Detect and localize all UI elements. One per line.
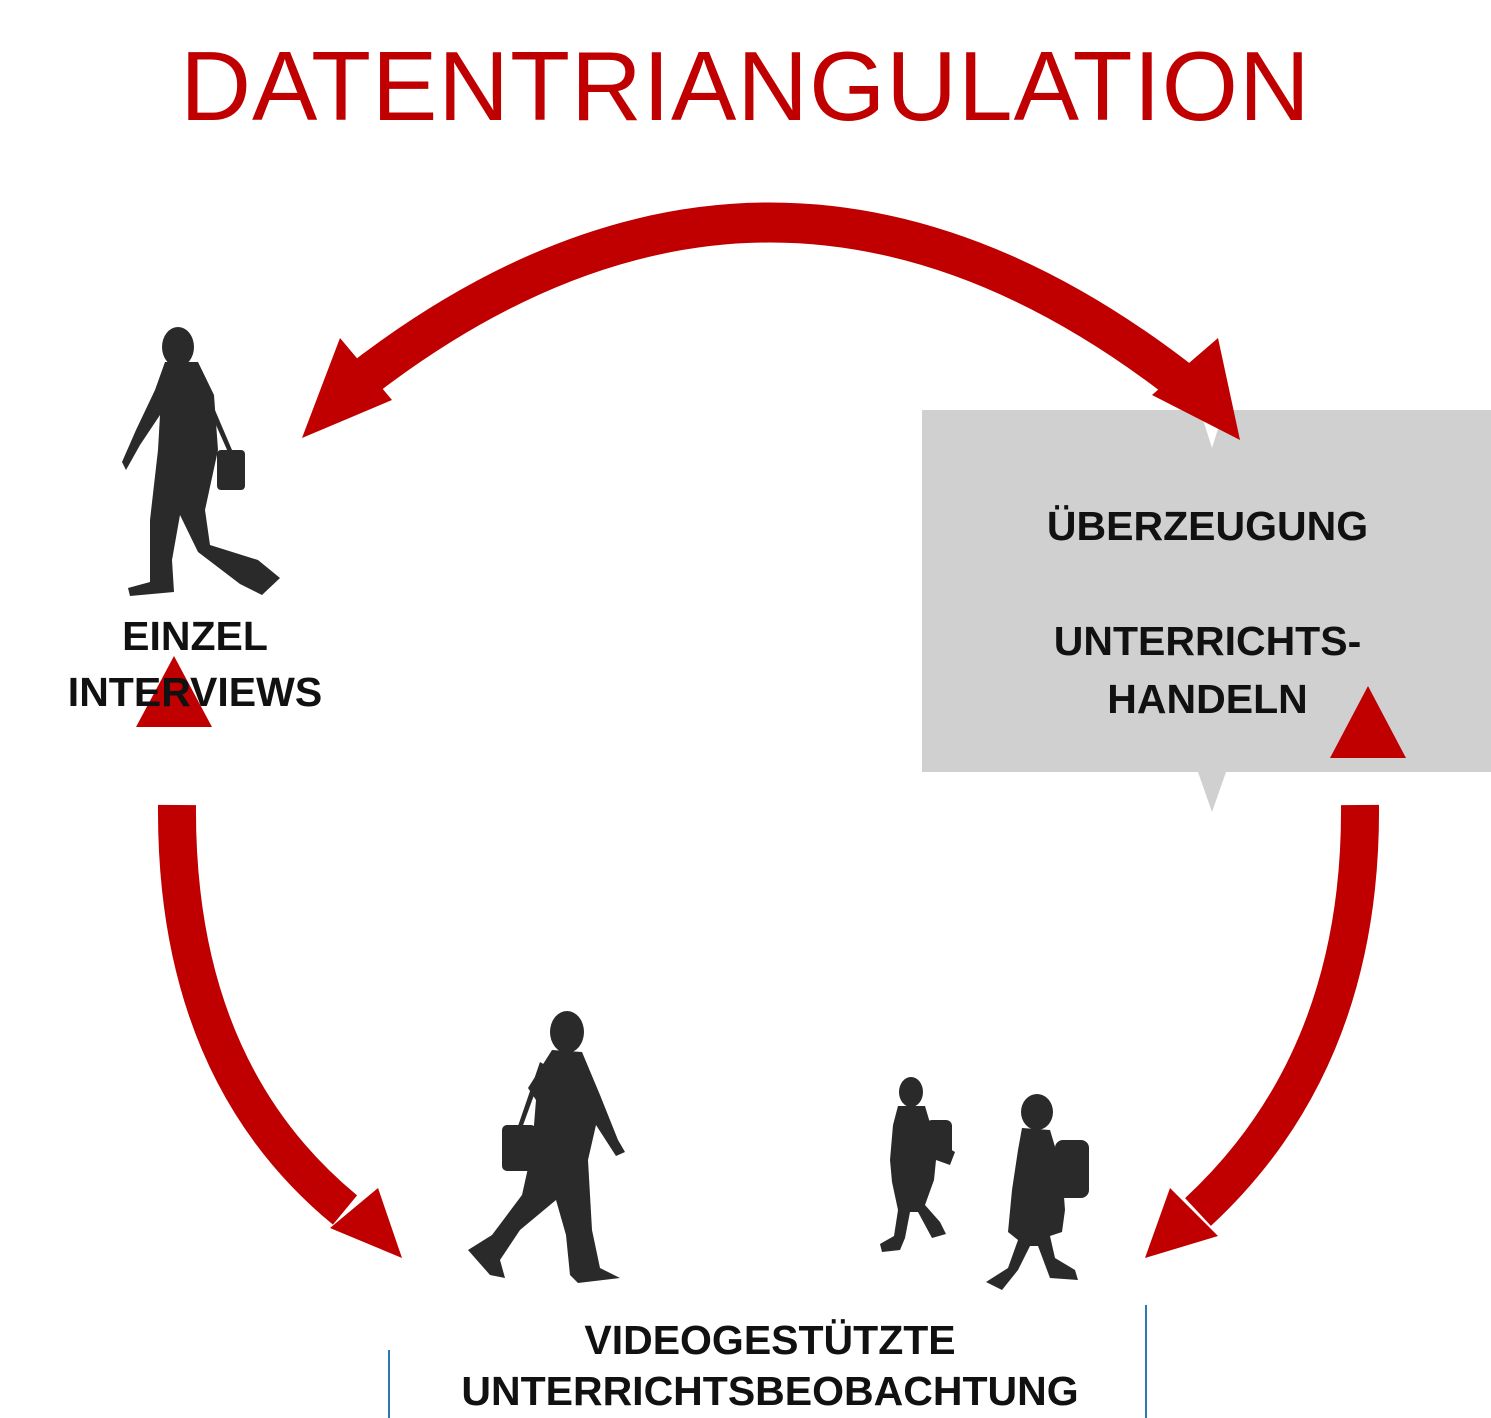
interviews-label-line1: EINZEL bbox=[122, 613, 268, 659]
beliefs-label: ÜBERZEUGUNG bbox=[930, 498, 1485, 554]
walking-teacher-icon bbox=[468, 1011, 625, 1283]
observation-label-line2: UNTERRICHTSBEOBACHTUNG bbox=[461, 1368, 1079, 1414]
beliefs-box bbox=[922, 410, 1491, 772]
warning-triangle-icon bbox=[1330, 686, 1406, 758]
warning-triangle-icon bbox=[136, 656, 212, 727]
diagram-title: DATENTRIANGULATION bbox=[180, 31, 1311, 141]
beliefs-label-line1: ÜBERZEUGUNG bbox=[1046, 503, 1369, 549]
top-double-arrow bbox=[302, 202, 1240, 440]
walking-child-icon bbox=[986, 1094, 1089, 1290]
teaching-action-label-line1: UNTERRICHTS- bbox=[1053, 618, 1362, 664]
left-down-arrow bbox=[157, 804, 402, 1258]
observation-divider-right bbox=[1145, 1305, 1147, 1418]
interviews-label: EINZEL INTERVIEWS bbox=[30, 608, 360, 720]
right-down-arrow bbox=[1145, 804, 1380, 1258]
teaching-action-label: UNTERRICHTS- HANDELN bbox=[930, 612, 1485, 728]
observation-divider-left bbox=[388, 1350, 390, 1418]
teaching-action-label-line2: HANDELN bbox=[1107, 676, 1308, 722]
interviews-label-line2: INTERVIEWS bbox=[67, 669, 323, 715]
observation-label: VIDEOGESTÜTZTE UNTERRICHTSBEOBACHTUNG bbox=[380, 1315, 1160, 1417]
observation-label-line1: VIDEOGESTÜTZTE bbox=[584, 1317, 956, 1363]
walking-child-icon bbox=[880, 1077, 955, 1252]
walking-teacher-icon bbox=[122, 327, 280, 596]
box-notch-bottom bbox=[1198, 772, 1226, 812]
